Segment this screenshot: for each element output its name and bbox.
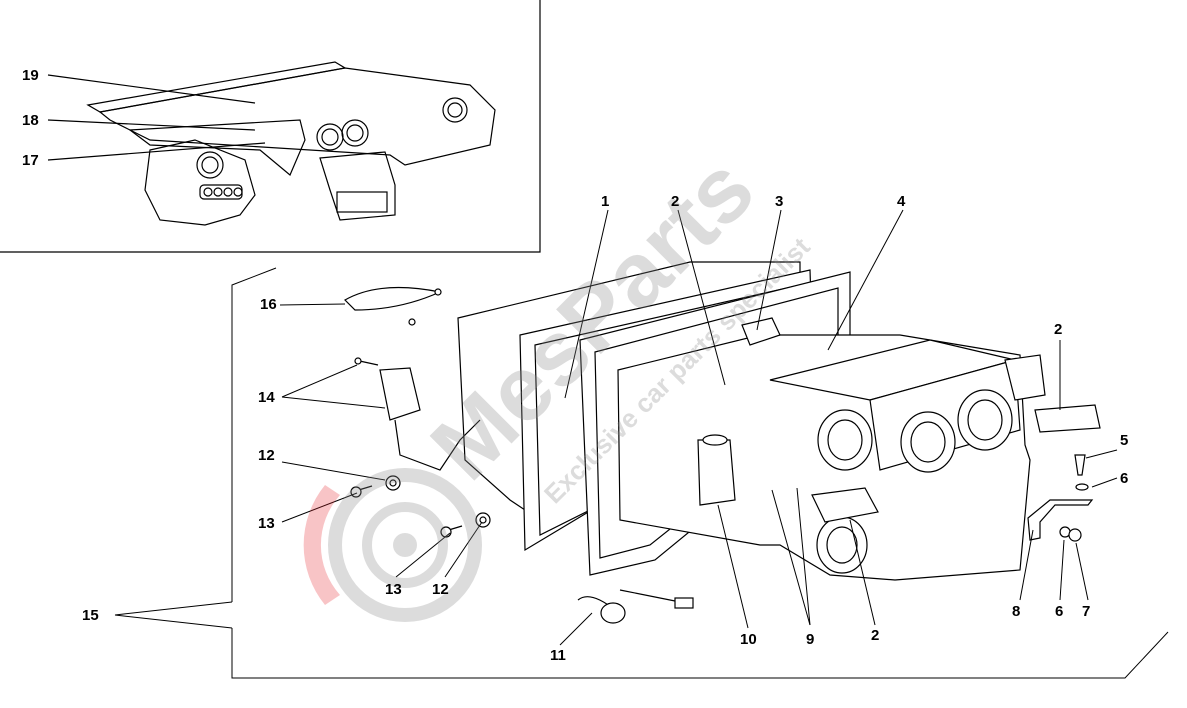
callout-6b: 6 bbox=[1055, 603, 1064, 620]
callout-11: 11 bbox=[550, 647, 566, 664]
leader-lines bbox=[279, 209, 1118, 646]
watermark-red-arc bbox=[303, 485, 340, 605]
callout-18: 18 bbox=[22, 112, 39, 129]
callout-16: 16 bbox=[260, 296, 277, 313]
callout-1: 1 bbox=[601, 193, 610, 210]
callout-10: 10 bbox=[740, 631, 757, 648]
callout-5: 5 bbox=[1120, 432, 1129, 449]
callout-2c: 2 bbox=[871, 627, 880, 644]
callout-19: 19 bbox=[22, 67, 39, 84]
callout-17: 17 bbox=[22, 152, 39, 169]
callout-12b: 12 bbox=[432, 581, 449, 598]
callout-14: 14 bbox=[258, 389, 275, 406]
callout-2b: 2 bbox=[1054, 321, 1063, 338]
callout-3: 3 bbox=[775, 193, 784, 210]
assembly-frame bbox=[114, 267, 1169, 679]
callout-9: 9 bbox=[806, 631, 815, 648]
callout-13a: 13 bbox=[258, 515, 275, 532]
callout-7: 7 bbox=[1082, 603, 1091, 620]
dashboard-inset bbox=[0, 0, 541, 253]
callout-15: 15 bbox=[82, 607, 99, 624]
callout-4: 4 bbox=[897, 193, 906, 210]
watermark-wheel bbox=[328, 468, 482, 622]
callout-6a: 6 bbox=[1120, 470, 1129, 487]
callout-8: 8 bbox=[1012, 603, 1021, 620]
callout-2a: 2 bbox=[671, 193, 680, 210]
callout-13b: 13 bbox=[385, 581, 402, 598]
callout-12a: 12 bbox=[258, 447, 275, 464]
